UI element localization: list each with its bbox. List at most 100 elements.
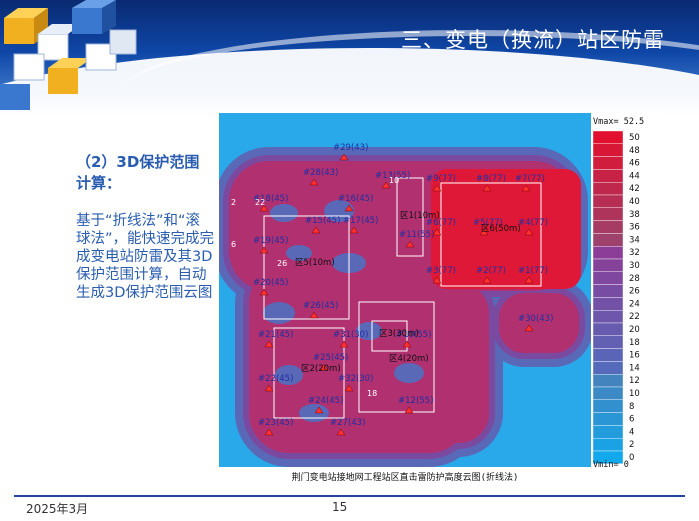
footer-date: 2025年3月	[26, 502, 89, 516]
legend-tick-label: 16	[629, 351, 640, 361]
rod-label: #24(45)	[308, 396, 343, 406]
legend-swatch	[593, 374, 624, 388]
low-spot	[270, 204, 298, 222]
legend-tick-label: 10	[629, 389, 640, 399]
rod-label: #3(77)	[426, 266, 456, 276]
rod-label: #8(77)	[476, 174, 506, 184]
legend-swatch	[593, 348, 624, 362]
rod-marker	[404, 406, 414, 414]
rod-marker	[482, 276, 492, 284]
low-spot	[275, 365, 303, 385]
zone-outline	[263, 215, 350, 320]
inner-zone	[499, 293, 579, 353]
section-subheading: （2）3D保护范围计算：	[76, 153, 200, 192]
legend-swatch	[593, 233, 624, 247]
zone-outline	[440, 182, 542, 287]
slide-title: 三、变电（换流）站区防雷	[401, 28, 665, 52]
legend-tick-label: 2	[629, 440, 634, 450]
legend-swatch	[593, 297, 624, 311]
legend-tick-label: 26	[629, 287, 640, 297]
section-body: 基于“折线法”和“滚球法”，能快速完成完成变电站防雷及其3D保护范围计算，自动生…	[76, 213, 215, 301]
rod-label: #13(55)	[375, 171, 410, 181]
legend-swatch	[593, 271, 624, 285]
rod-marker	[432, 228, 442, 236]
zone-outline	[273, 327, 345, 419]
zone-label: 区5(10m)	[295, 258, 335, 268]
rod-marker	[344, 384, 354, 392]
rod-marker	[309, 178, 319, 186]
legend-swatch	[593, 258, 624, 273]
zone-label: 区4(20m)	[389, 354, 429, 364]
text-panel: （2）3D保护范围计算： 基于“折线法”和“滚球法”，能快速完成完成变电站防雷及…	[76, 152, 214, 302]
legend-swatch	[593, 450, 624, 465]
rod-marker	[264, 384, 274, 392]
zone-outline	[396, 177, 424, 257]
rod-marker	[479, 228, 489, 236]
legend-swatch	[593, 220, 624, 234]
rod-label: #31(30)	[333, 330, 368, 340]
rod-label: #19(45)	[253, 236, 288, 246]
rod-label: #20(45)	[253, 278, 288, 288]
page-number: 15	[332, 500, 348, 514]
legend-swatch	[593, 194, 624, 209]
rod-label: #10(55)	[396, 330, 431, 340]
rod-marker	[259, 288, 269, 296]
rod-label: #32(30)	[338, 374, 373, 384]
rod-marker	[259, 246, 269, 254]
rod-marker	[524, 324, 534, 332]
rod-marker	[311, 226, 321, 234]
rod-marker	[524, 276, 534, 284]
contour-number: 18	[367, 389, 377, 398]
legend-tick-label: 6	[629, 415, 634, 425]
contour-number: 2	[231, 198, 236, 207]
legend-tick-label: 18	[629, 338, 640, 348]
zone-label: 区2(20m)	[301, 364, 341, 374]
rod-label: #23(45)	[258, 418, 293, 428]
legend-tick-label: 32	[629, 248, 640, 258]
legend-tick-label: 4	[629, 427, 634, 437]
legend-swatch	[593, 335, 624, 349]
contour-number: 22	[255, 198, 265, 207]
rod-label: #2(77)	[476, 266, 506, 276]
rod-label: #28(43)	[303, 168, 338, 178]
legend-swatch	[593, 156, 624, 170]
low-spot	[356, 322, 382, 340]
rod-marker	[381, 181, 391, 189]
rod-marker	[314, 406, 324, 414]
rod-marker	[339, 340, 349, 348]
rod-label: #16(45)	[338, 194, 373, 204]
vmin-label: Vmin= 0	[593, 460, 629, 469]
legend-swatch	[593, 361, 624, 375]
rod-marker	[264, 340, 274, 348]
legend-tick-label: 48	[629, 146, 640, 156]
rod-label: #25(45)	[313, 353, 348, 363]
rod-marker	[344, 204, 354, 212]
legend-tick-label: 12	[629, 376, 640, 386]
rod-marker	[336, 428, 346, 436]
legend-tick-label: 24	[629, 299, 640, 309]
rod-label: #6(77)	[426, 218, 456, 228]
legend-tick-label: 8	[629, 402, 634, 412]
legend-tick-label: 36	[629, 223, 640, 233]
rod-label: #9(77)	[426, 174, 456, 184]
legend-tick-label: 50	[629, 133, 640, 143]
rod-label: #15(45)	[305, 216, 340, 226]
legend-tick-label: 44	[629, 171, 640, 181]
legend-swatch	[593, 169, 624, 183]
cube-graphic	[0, 0, 137, 110]
rod-label: #30(43)	[518, 314, 553, 324]
legend-tick-label: 30	[629, 261, 640, 271]
legend-swatch	[593, 309, 624, 324]
legend-swatch	[593, 245, 624, 260]
legend-tick-label: 38	[629, 210, 640, 220]
rod-marker	[309, 311, 319, 319]
rod-marker	[259, 204, 269, 212]
legend-swatch	[593, 438, 624, 452]
low-spot	[263, 302, 295, 324]
rod-marker	[432, 184, 442, 192]
rod-marker	[524, 228, 534, 236]
legend-tick-label: 34	[629, 235, 640, 245]
legend-tick-label: 42	[629, 184, 640, 194]
legend-tick-label: 46	[629, 159, 640, 169]
rod-label: #29(43)	[333, 143, 368, 153]
